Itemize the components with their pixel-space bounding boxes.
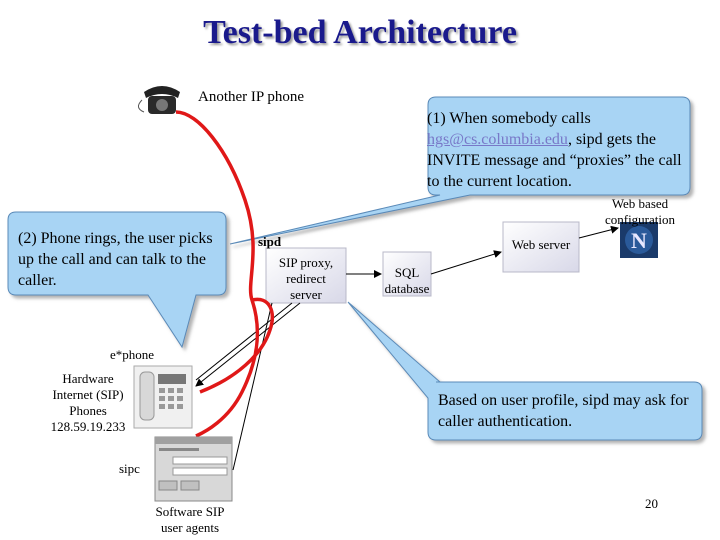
email-link[interactable]: hgs@cs.columbia.edu (427, 131, 568, 148)
software-agents-line: Software SIP (155, 504, 225, 519)
callout-3-text: Based on user profile, sipd may ask for … (438, 392, 689, 430)
hardware-phones-line: Phones (69, 403, 107, 418)
hardware-phones-line: 128.59.19.233 (50, 419, 126, 434)
sip-proxy-line: redirect (286, 271, 326, 286)
proxy-to-hardware-arrow (195, 302, 301, 387)
hardware-phones-label: Hardware Internet (SIP) Phones 128.59.19… (44, 371, 132, 435)
callout-1-rest: , sipd gets the INVITE message and “prox… (427, 131, 682, 190)
callout-2-text: (2) Phone rings, the user picks up the c… (18, 230, 213, 289)
another-phone-label: Another IP phone (198, 89, 305, 105)
page-title: Test-bed Architecture (203, 14, 517, 51)
netscape-icon: N (620, 222, 658, 258)
software-agents-line: user agents (160, 520, 220, 535)
desk-phone-icon (133, 365, 193, 429)
sipd-label: sipd (258, 234, 282, 249)
web-to-config-arrow (578, 225, 619, 239)
callout-1-bubble (229, 96, 691, 245)
web-config-line: configuration (604, 212, 676, 227)
callout-1-prefix: (1) When somebody calls (427, 110, 591, 127)
callout-3-bubble (347, 301, 703, 441)
web-config-label: Web based configuration (600, 196, 680, 228)
sip-proxy-line: SIP proxy, (278, 255, 334, 270)
call-path (175, 110, 260, 438)
sql-database-line: database (384, 281, 430, 296)
web-server-label: Web server (511, 237, 571, 252)
hardware-to-proxy-line (195, 302, 293, 381)
callout-1-text: (1) When somebody calls hgs@cs.columbia.… (427, 108, 689, 192)
sip-proxy-box (265, 247, 347, 304)
web-server-box (502, 221, 580, 273)
callout-2-bubble (7, 211, 227, 349)
ephone-label: e*phone (110, 347, 155, 362)
web-config-line: Web based (611, 196, 669, 211)
software-agents-label: Software SIP user agents (140, 504, 240, 536)
sql-database-line: SQL (394, 265, 420, 280)
telephone-icon (138, 86, 180, 114)
page-number: 20 (645, 496, 658, 511)
svg-text:N: N (631, 228, 647, 253)
software-window-icon (154, 436, 233, 502)
call-path-loop (199, 297, 274, 394)
sql-database-label: SQL database (383, 265, 431, 297)
sipc-label: sipc (119, 461, 140, 476)
sip-proxy-line: server (290, 287, 322, 302)
hardware-phones-line: Hardware (62, 371, 114, 386)
sip-proxy-label: SIP proxy, redirect server (266, 255, 346, 303)
db-to-web-arrow (430, 250, 502, 275)
software-to-proxy-line (232, 302, 273, 471)
hardware-phones-line: Internet (SIP) (52, 387, 124, 402)
